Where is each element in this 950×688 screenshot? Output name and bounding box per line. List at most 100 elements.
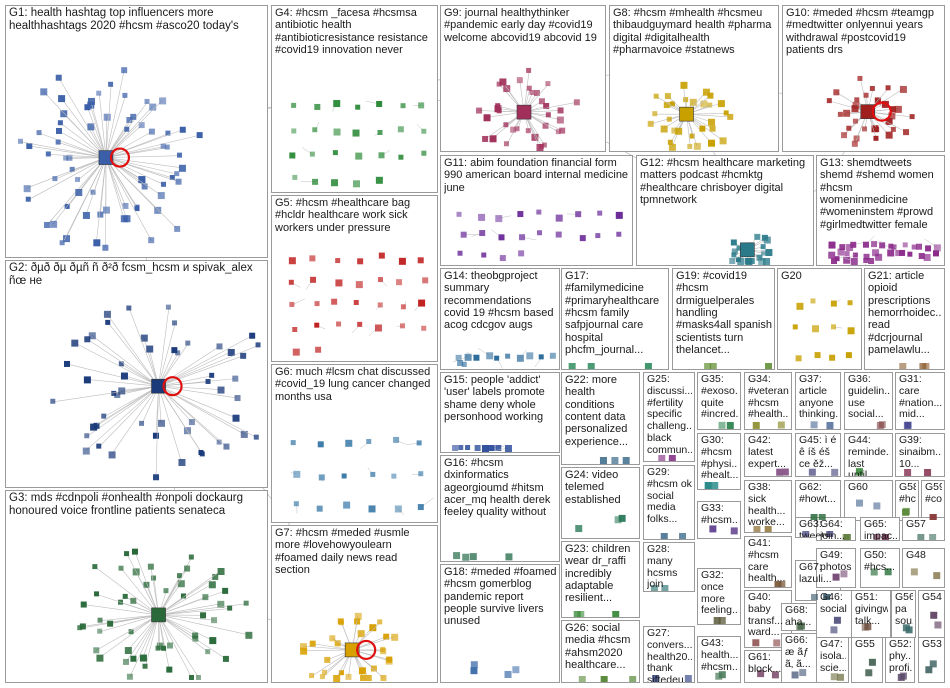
node-avatar[interactable] xyxy=(629,676,637,682)
node-avatar[interactable] xyxy=(929,534,937,540)
node-avatar[interactable] xyxy=(205,649,211,655)
node-avatar[interactable] xyxy=(828,241,836,249)
node-avatar[interactable] xyxy=(622,457,630,464)
node-avatar[interactable] xyxy=(823,594,831,600)
node-avatar[interactable] xyxy=(314,301,320,307)
node-avatar[interactable] xyxy=(336,321,342,327)
node-avatar[interactable] xyxy=(505,353,511,359)
node-avatar[interactable] xyxy=(309,151,315,157)
node-avatar[interactable] xyxy=(96,90,102,96)
node-avatar[interactable] xyxy=(43,221,50,228)
node-avatar[interactable] xyxy=(175,178,182,185)
node-avatar[interactable] xyxy=(850,241,857,248)
node-avatar[interactable] xyxy=(142,663,148,669)
node-avatar[interactable] xyxy=(165,130,171,136)
node-avatar[interactable] xyxy=(862,241,869,248)
node-avatar[interactable] xyxy=(400,103,406,109)
node-avatar[interactable] xyxy=(680,81,688,89)
node-avatar[interactable] xyxy=(377,277,383,283)
node-avatar[interactable] xyxy=(293,501,299,507)
node-avatar[interactable] xyxy=(217,386,225,394)
node-avatar[interactable] xyxy=(795,355,802,362)
node-avatar[interactable] xyxy=(131,548,138,555)
node-avatar[interactable] xyxy=(126,305,132,311)
node-avatar[interactable] xyxy=(826,98,832,104)
node-avatar[interactable] xyxy=(829,354,836,361)
node-avatar[interactable] xyxy=(658,455,666,461)
node-avatar[interactable] xyxy=(652,675,660,682)
node-avatar[interactable] xyxy=(899,363,907,369)
node-avatar[interactable] xyxy=(130,597,137,604)
node-avatar[interactable] xyxy=(120,372,128,380)
node-avatar[interactable] xyxy=(853,135,860,142)
node-avatar[interactable] xyxy=(80,601,87,608)
node-avatar[interactable] xyxy=(56,127,63,134)
node-avatar[interactable] xyxy=(505,553,513,561)
node-avatar[interactable] xyxy=(223,443,230,450)
node-avatar[interactable] xyxy=(923,253,931,261)
node-avatar[interactable] xyxy=(481,445,489,452)
node-avatar[interactable] xyxy=(810,298,816,304)
node-avatar[interactable] xyxy=(545,112,551,118)
node-avatar[interactable] xyxy=(365,675,372,681)
node-avatar[interactable] xyxy=(202,594,209,601)
node-avatar[interactable] xyxy=(885,131,893,139)
node-avatar[interactable] xyxy=(709,363,717,369)
node-avatar[interactable] xyxy=(378,252,385,259)
node-avatar[interactable] xyxy=(599,457,607,464)
node-avatar[interactable] xyxy=(458,445,464,450)
node-avatar[interactable] xyxy=(400,304,406,310)
node-avatar[interactable] xyxy=(50,220,58,228)
node-avatar[interactable] xyxy=(288,279,294,285)
node-avatar[interactable] xyxy=(338,670,344,676)
node-avatar[interactable] xyxy=(811,325,819,333)
node-avatar[interactable] xyxy=(217,568,225,576)
node-avatar[interactable] xyxy=(232,375,239,382)
node-avatar[interactable] xyxy=(333,128,341,136)
node-avatar[interactable] xyxy=(879,242,886,249)
node-avatar[interactable] xyxy=(538,98,545,105)
node-avatar[interactable] xyxy=(457,250,463,256)
node-avatar[interactable] xyxy=(854,97,860,103)
node-avatar[interactable] xyxy=(161,645,167,651)
node-avatar[interactable] xyxy=(105,319,111,325)
node-avatar[interactable] xyxy=(575,211,582,218)
node-avatar[interactable] xyxy=(385,657,393,665)
node-avatar[interactable] xyxy=(93,647,100,654)
node-avatar[interactable] xyxy=(872,249,880,257)
node-avatar[interactable] xyxy=(453,552,461,560)
node-avatar[interactable] xyxy=(873,135,879,141)
node-avatar[interactable] xyxy=(292,326,298,332)
node-avatar[interactable] xyxy=(559,127,566,134)
node-avatar[interactable] xyxy=(45,151,51,157)
node-avatar[interactable] xyxy=(845,352,852,359)
node-avatar[interactable] xyxy=(875,253,883,261)
node-avatar[interactable] xyxy=(126,116,133,123)
node-avatar[interactable] xyxy=(97,617,103,623)
node-avatar[interactable] xyxy=(683,97,689,103)
node-avatar[interactable] xyxy=(763,236,771,244)
node-avatar[interactable] xyxy=(93,239,101,247)
node-avatar[interactable] xyxy=(573,611,581,617)
node-avatar[interactable] xyxy=(232,414,240,422)
node-avatar[interactable] xyxy=(195,675,201,680)
hub-node[interactable] xyxy=(740,242,755,258)
node-avatar[interactable] xyxy=(418,471,424,477)
node-avatar[interactable] xyxy=(474,445,481,451)
node-avatar[interactable] xyxy=(84,433,90,439)
node-avatar[interactable] xyxy=(792,324,798,330)
node-avatar[interactable] xyxy=(481,252,487,258)
hub-node[interactable] xyxy=(151,607,166,623)
node-avatar[interactable] xyxy=(777,421,785,429)
node-avatar[interactable] xyxy=(69,166,75,172)
node-avatar[interactable] xyxy=(82,447,90,455)
node-avatar[interactable] xyxy=(334,640,341,647)
node-avatar[interactable] xyxy=(153,474,160,481)
node-avatar[interactable] xyxy=(494,105,502,113)
node-avatar[interactable] xyxy=(358,667,366,675)
node-avatar[interactable] xyxy=(338,620,344,626)
node-avatar[interactable] xyxy=(833,89,840,96)
node-avatar[interactable] xyxy=(503,141,509,147)
node-avatar[interactable] xyxy=(154,206,162,214)
node-avatar[interactable] xyxy=(341,473,347,479)
